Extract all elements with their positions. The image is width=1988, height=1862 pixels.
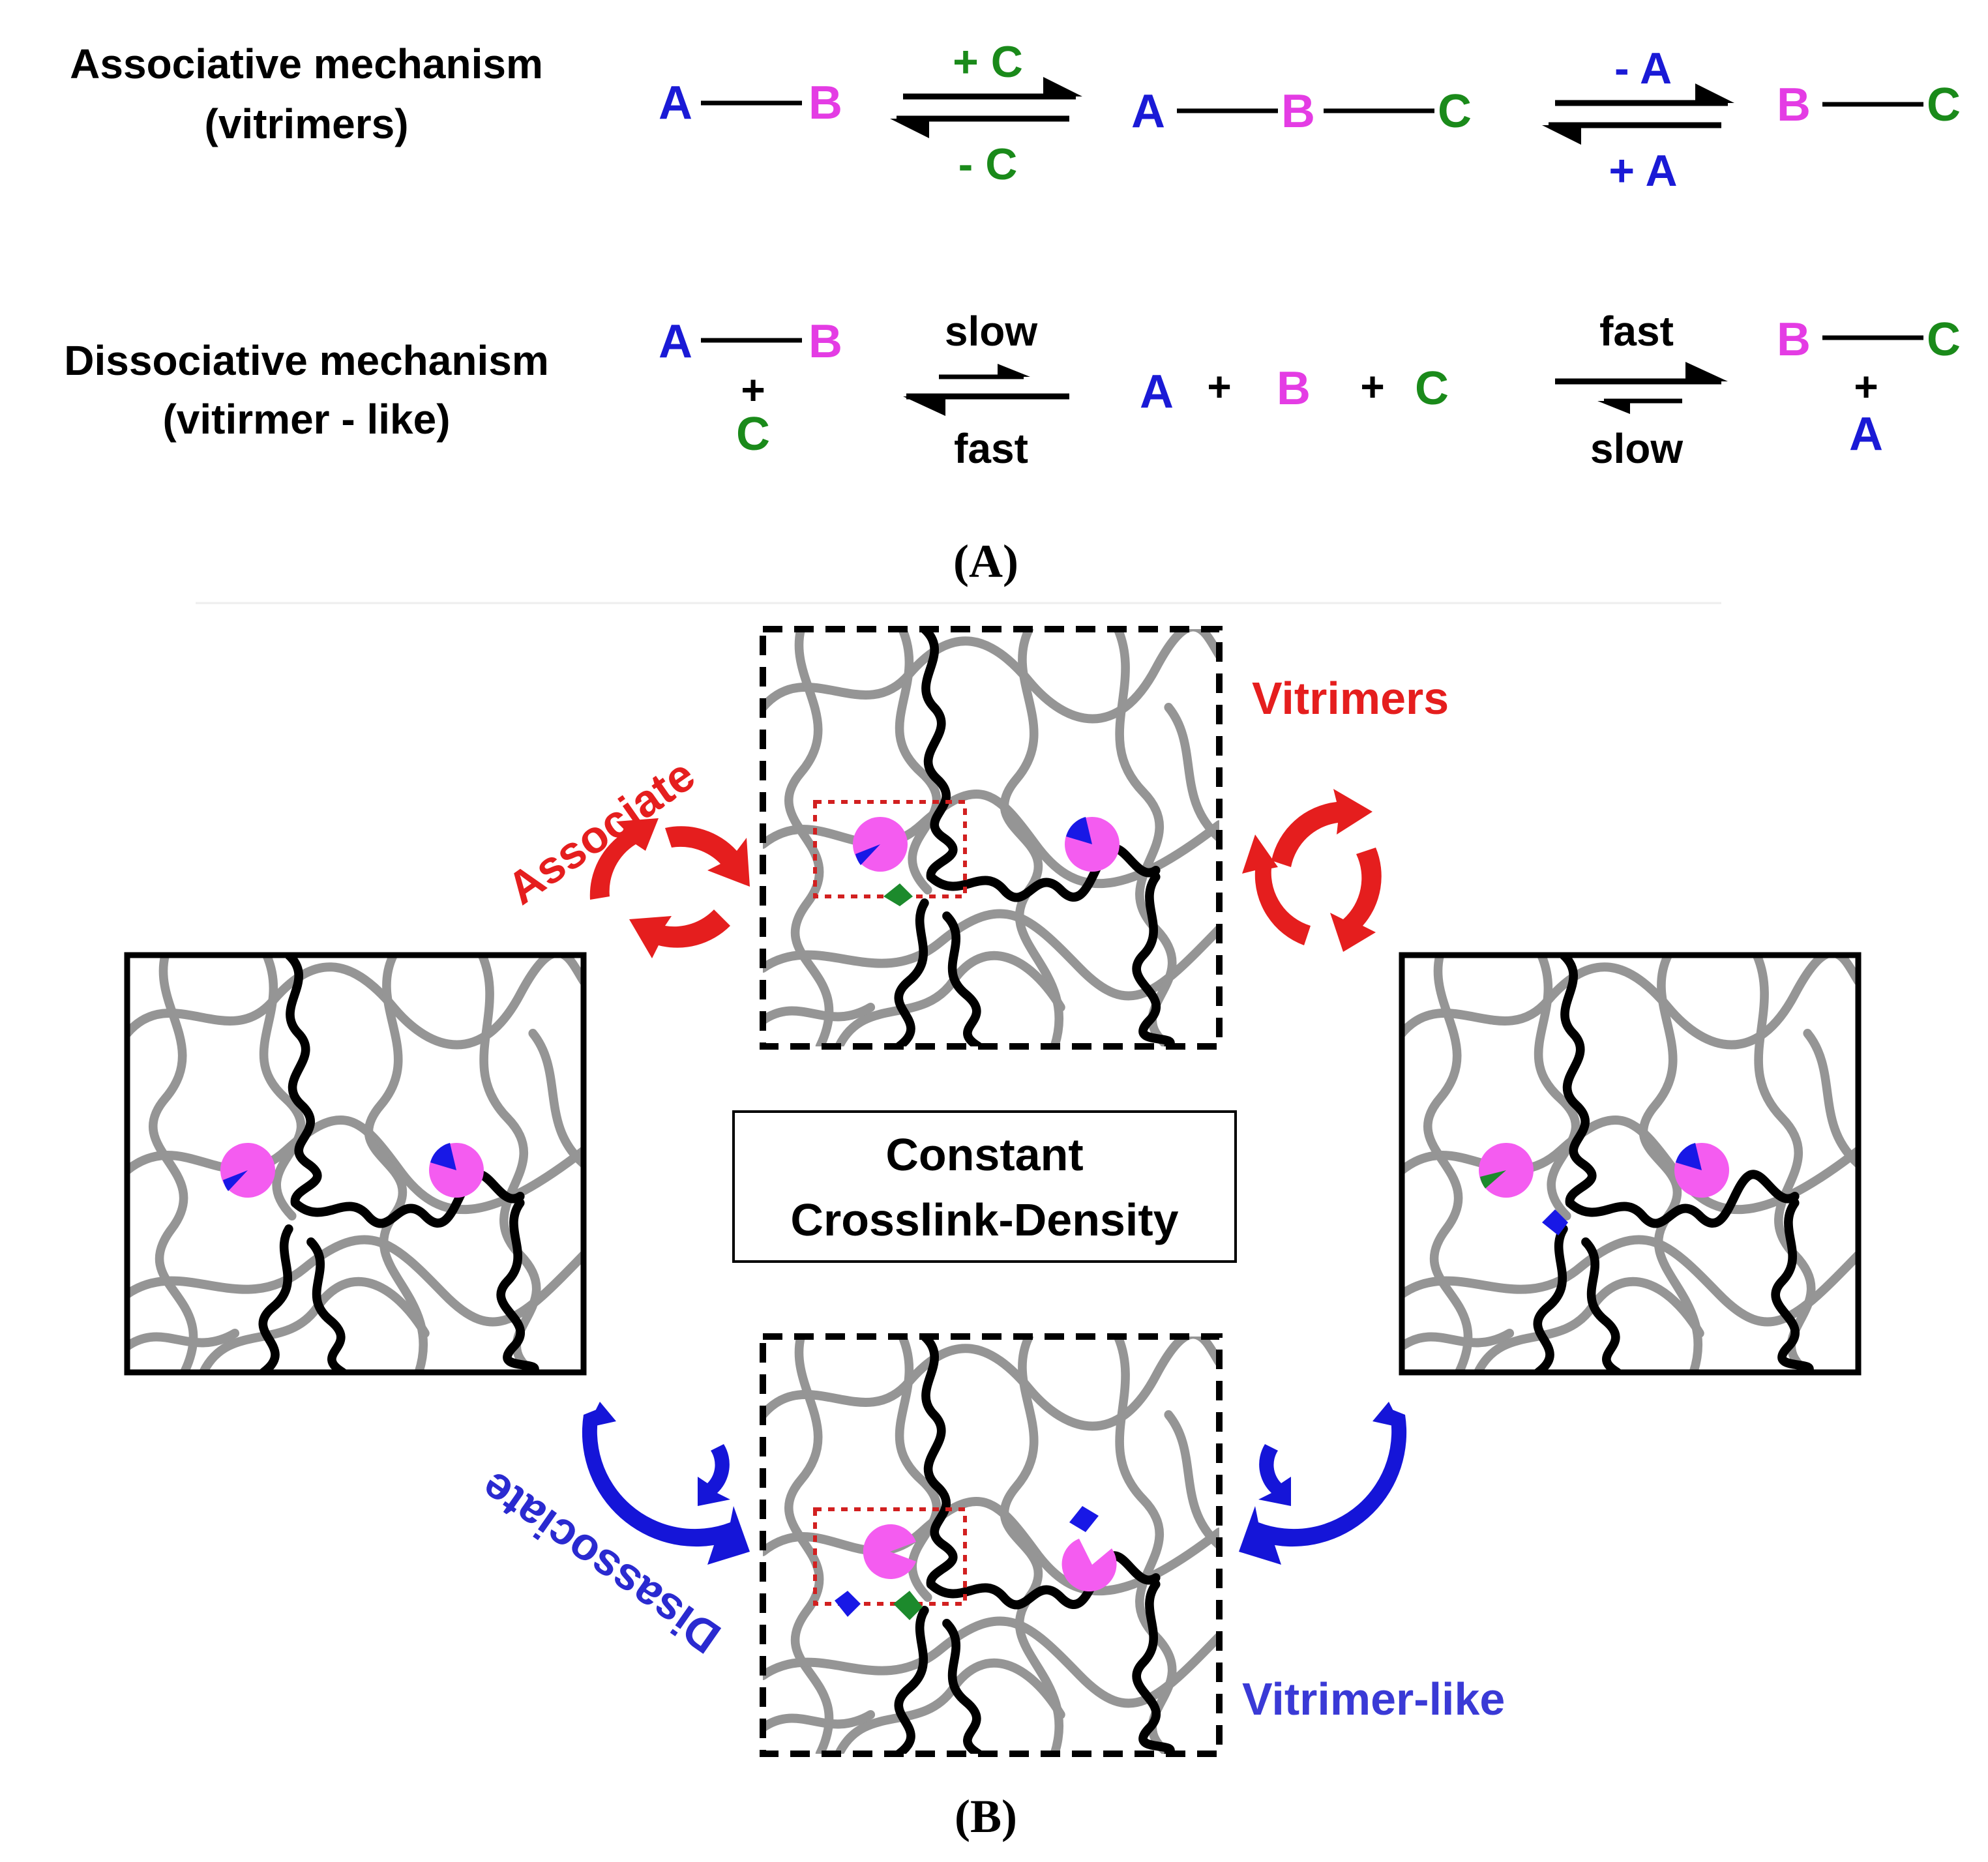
dissoc-A-3: A	[1849, 408, 1883, 460]
assoc-arrow1-bottom: - C	[958, 140, 1018, 189]
network-box-dissociative-intermediate	[760, 1333, 1223, 1757]
crosslink-bead	[430, 1143, 456, 1170]
crosslink-bead	[835, 1591, 861, 1617]
assoc-A-1: A	[659, 77, 692, 129]
assoc-C-2: C	[1438, 85, 1472, 138]
split-arrows-icon	[582, 1402, 750, 1565]
dissoc-C-1: C	[736, 408, 770, 460]
split-arrows-icon	[1239, 1402, 1407, 1565]
assoc-arrow1-top: + C	[953, 37, 1023, 87]
assoc-arrow2-top: - A	[1614, 44, 1672, 93]
crosslink-bead	[863, 1524, 916, 1579]
dissociative-title: Dissociative mechanism	[64, 337, 548, 384]
crosslink-bead	[1676, 1143, 1702, 1170]
crosslink-bead	[1066, 817, 1092, 844]
assoc-arrow2-bottom: + A	[1609, 146, 1677, 196]
crosslink-bead	[893, 1591, 923, 1620]
equilibrium-arrow-icon	[1542, 83, 1734, 145]
crosslink-bead	[1480, 1170, 1506, 1189]
plus-sign: +	[741, 366, 765, 413]
network-box-final	[1399, 952, 1862, 1376]
panel-a: Associative mechanism (vitrimers) A B + …	[64, 37, 1961, 587]
circular-arrows-icon	[1242, 789, 1382, 952]
network-box-initial	[124, 952, 587, 1376]
assoc-B-2: B	[1281, 85, 1315, 138]
network-box-associative-intermediate	[760, 626, 1223, 1050]
assoc-C-3: C	[1927, 79, 1961, 131]
vitrimers-label: Vitrimers	[1252, 673, 1449, 724]
crosslink-bead	[223, 1170, 248, 1191]
assoc-B-1: B	[809, 77, 842, 129]
crosslink-bead	[1061, 1539, 1117, 1592]
dissoc-A-2: A	[1140, 366, 1174, 418]
dissoc-arrow2-bottom: slow	[1590, 425, 1683, 472]
constant-crosslink-density-box: Constant Crosslink-Density	[732, 1110, 1237, 1263]
reaction-site-highlight	[813, 1507, 967, 1606]
center-label-line2: Crosslink-Density	[790, 1194, 1178, 1245]
panel-a-caption: (A)	[953, 535, 1018, 587]
equilibrium-arrow-icon	[1555, 362, 1728, 414]
dissoc-B-1: B	[809, 316, 842, 368]
crosslink-bead	[855, 844, 880, 865]
circular-arrows-icon	[589, 818, 750, 958]
equilibrium-arrow-icon	[890, 77, 1082, 138]
crosslink-bead	[1069, 1506, 1099, 1532]
plus-sign: +	[1854, 363, 1878, 410]
dissoc-C-2: C	[1415, 362, 1449, 415]
dissoc-A-1: A	[659, 316, 692, 368]
assoc-B-3: B	[1777, 79, 1811, 131]
panel-b-caption: (B)	[955, 1790, 1017, 1842]
panel-b: Vitrimers Associate	[124, 626, 1862, 1842]
dissoc-B-3: B	[1777, 314, 1811, 366]
associative-subtitle: (vitrimers)	[205, 100, 409, 147]
dissoc-arrow1-top: slow	[945, 308, 1037, 355]
dissoc-arrow2-top: fast	[1599, 308, 1674, 355]
dissoc-B-2: B	[1277, 362, 1311, 415]
assoc-A-2: A	[1131, 85, 1165, 138]
dissoc-arrow1-bottom: fast	[954, 425, 1028, 472]
dissoc-C-3: C	[1927, 314, 1961, 366]
center-label-line1: Constant	[885, 1129, 1083, 1180]
vitrimer-like-label: Vitrimer-like	[1242, 1674, 1505, 1724]
associative-title: Associative mechanism	[70, 40, 543, 87]
plus-sign: +	[1360, 363, 1384, 410]
plus-sign: +	[1207, 363, 1231, 410]
dissociative-subtitle: (vitirmer - like)	[162, 396, 450, 443]
crosslink-bead	[1542, 1209, 1568, 1235]
equilibrium-arrow-icon	[903, 364, 1069, 416]
crosslink-bead	[883, 883, 913, 906]
